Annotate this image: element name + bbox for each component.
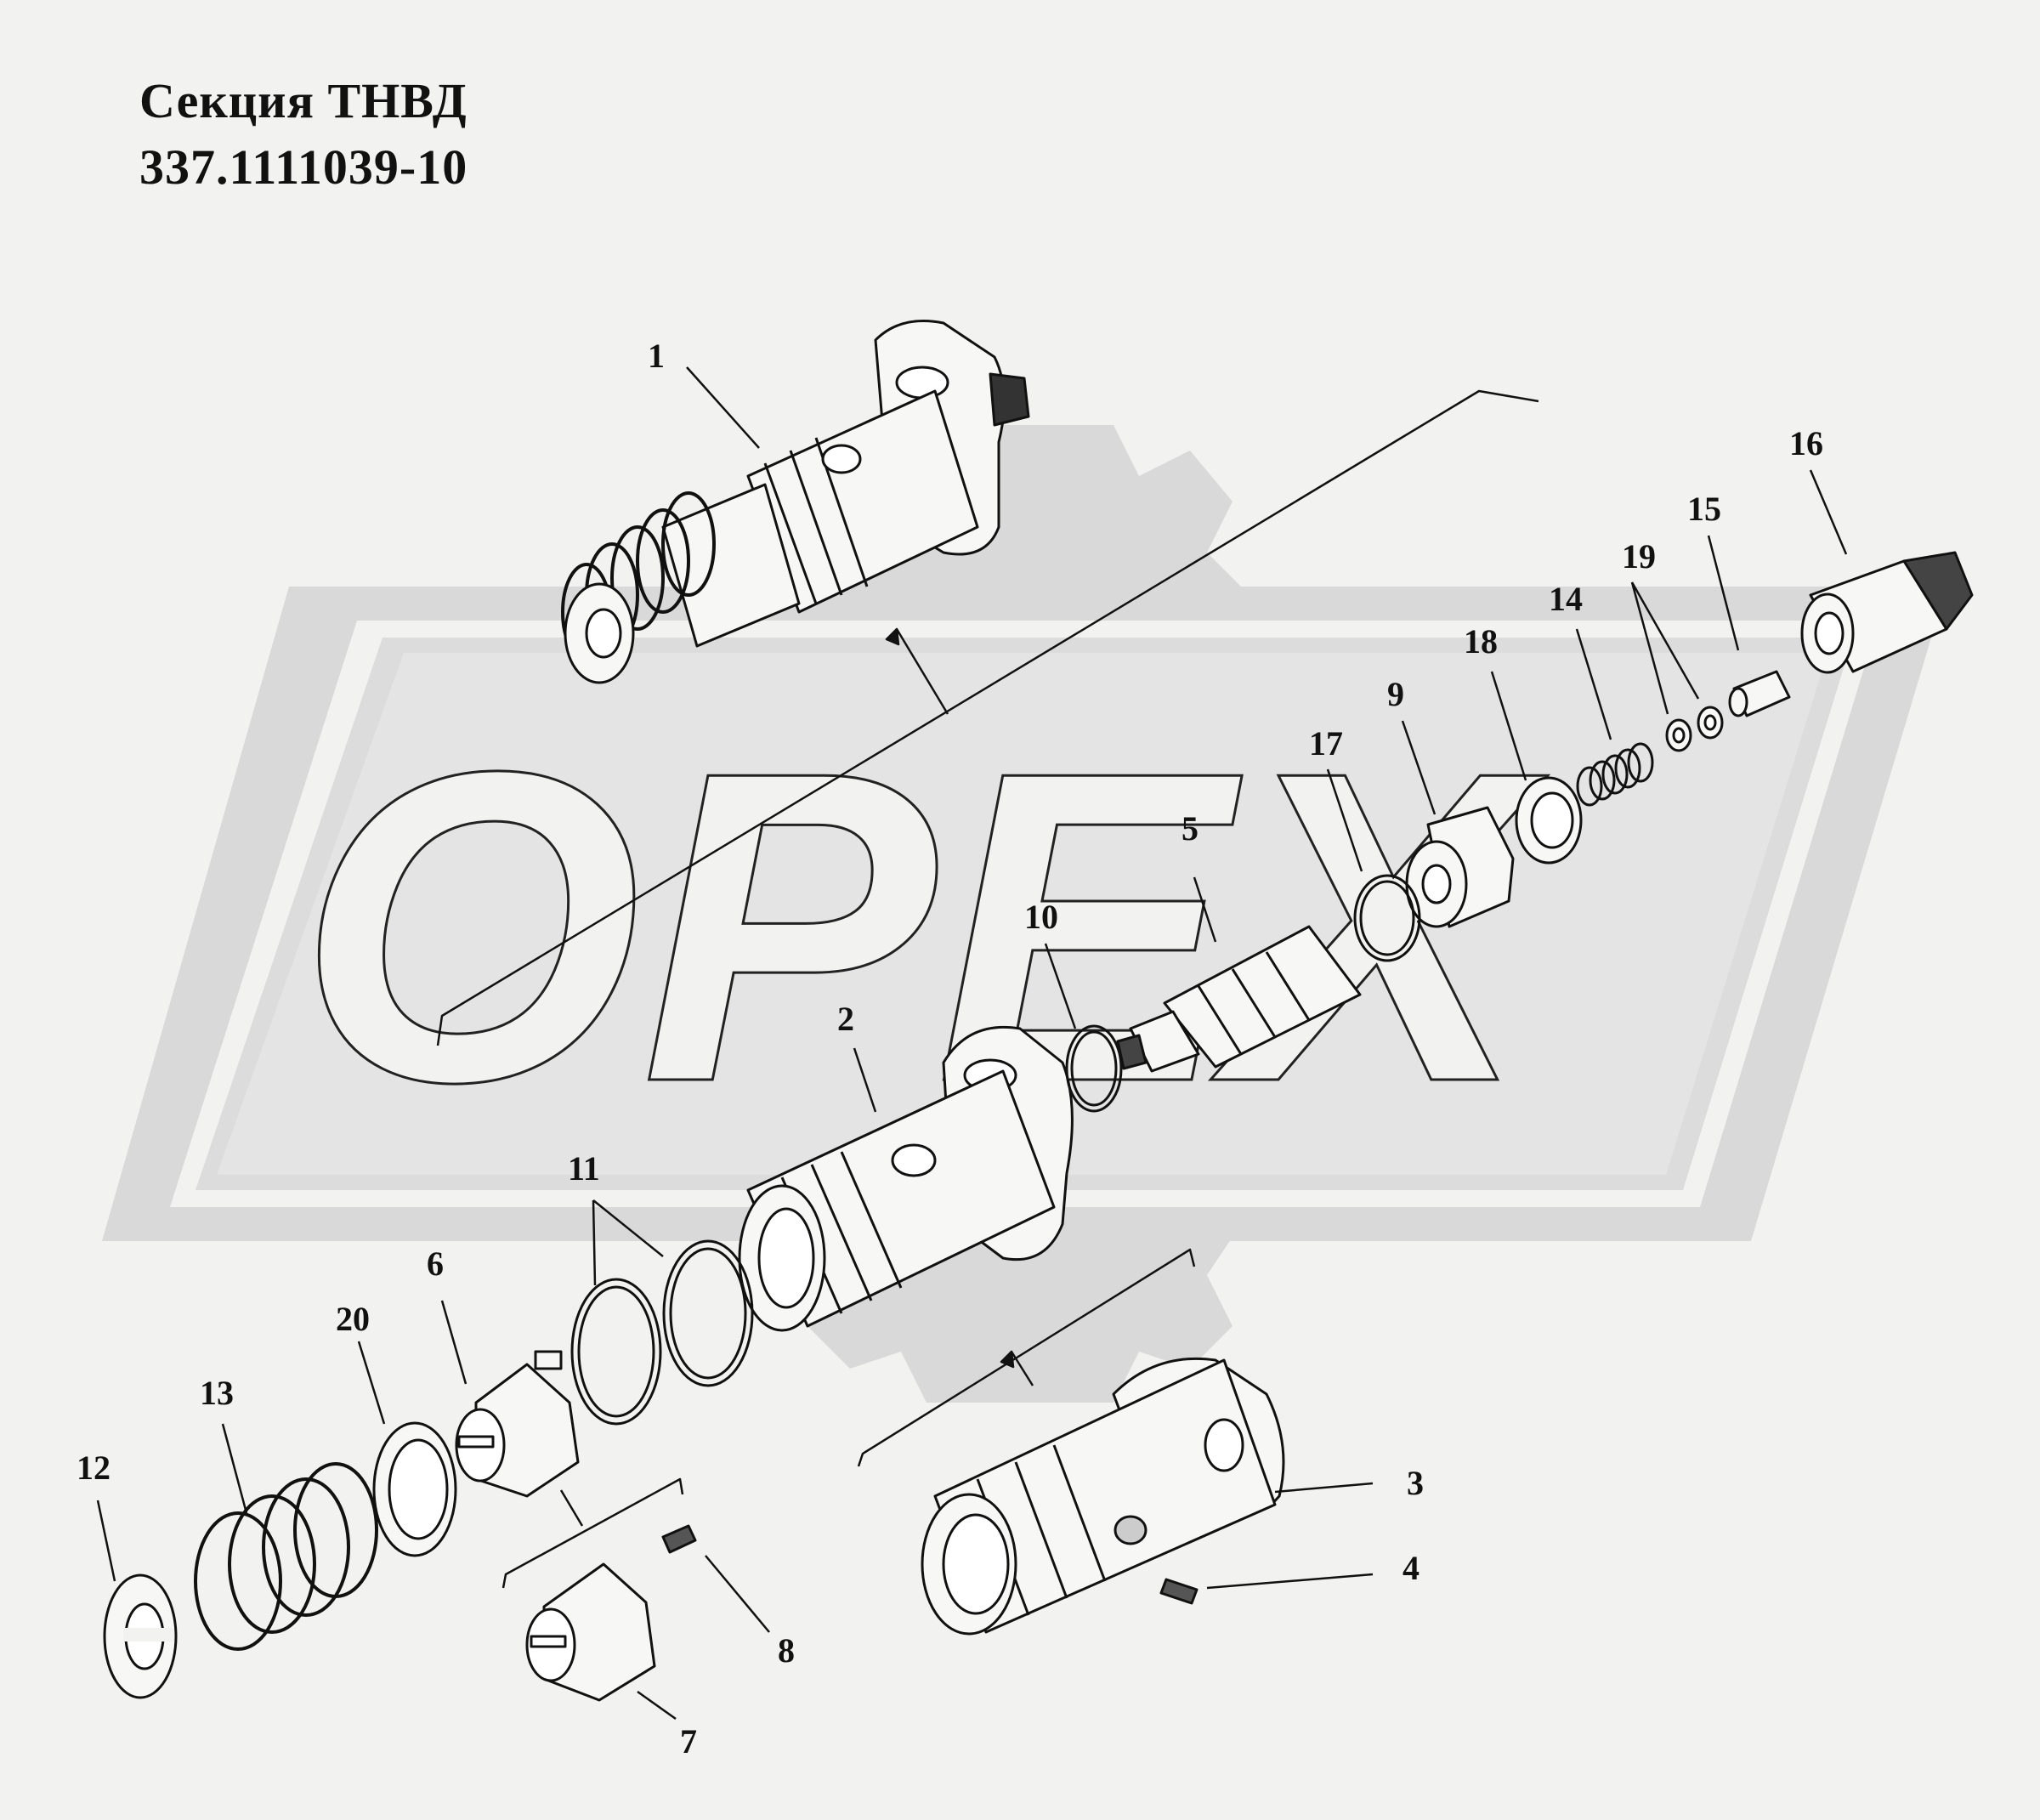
part-9-valve-body — [1405, 806, 1515, 928]
part-3-sleeve — [921, 1357, 1285, 1636]
part-7-spring-seat — [525, 1562, 656, 1702]
callout-14: 14 — [1549, 580, 1583, 618]
part-15-valve — [1728, 670, 1791, 717]
callout-8: 8 — [778, 1631, 795, 1670]
callout-5: 5 — [1182, 809, 1198, 848]
callout-10: 10 — [1024, 898, 1058, 936]
part-16-fitting — [1800, 551, 1974, 674]
part-10-o-ring — [1065, 1024, 1123, 1113]
callout-19: 19 — [1622, 537, 1656, 575]
callout-1: 1 — [648, 337, 665, 375]
part-20-washer — [372, 1421, 457, 1557]
part-5-plunger — [1116, 925, 1362, 1073]
callout-18: 18 — [1464, 622, 1498, 661]
callout-13: 13 — [200, 1374, 234, 1412]
watermark-gear-logo — [102, 425, 1946, 1403]
part-14-spring — [1576, 742, 1654, 807]
part-18-washer — [1515, 776, 1583, 865]
part-19-washers — [1665, 706, 1724, 752]
callout-6: 6 — [427, 1245, 444, 1283]
part-4-pin — [1159, 1578, 1198, 1605]
diagram-part-number: 337.1111039-10 — [139, 139, 468, 195]
part-1-assembled-section — [561, 320, 1030, 684]
callout-11: 11 — [568, 1149, 600, 1188]
part-13-spring — [194, 1462, 378, 1651]
callout-15: 15 — [1687, 490, 1721, 528]
callout-7: 7 — [680, 1722, 697, 1760]
callout-17: 17 — [1309, 724, 1343, 763]
callout-3: 3 — [1407, 1464, 1424, 1502]
callout-4: 4 — [1402, 1549, 1420, 1587]
part-8-pin — [661, 1524, 697, 1554]
callout-2: 2 — [837, 1000, 854, 1038]
callout-12: 12 — [76, 1449, 110, 1487]
callout-16: 16 — [1789, 424, 1823, 462]
callout-20: 20 — [336, 1300, 370, 1338]
part-2-barrel — [738, 1025, 1074, 1332]
part-11-o-rings — [570, 1239, 754, 1426]
diagram-title: Секция ТНВД — [139, 73, 468, 128]
part-6-spring-seat — [455, 1350, 580, 1498]
callout-9: 9 — [1387, 675, 1404, 713]
part-17-o-ring — [1353, 874, 1421, 962]
watermark-text: OPEX — [298, 680, 1549, 1174]
assembly-guide-lines — [436, 389, 1539, 1589]
leader-lines — [96, 366, 1848, 1721]
part-12-circlip — [103, 1573, 178, 1699]
